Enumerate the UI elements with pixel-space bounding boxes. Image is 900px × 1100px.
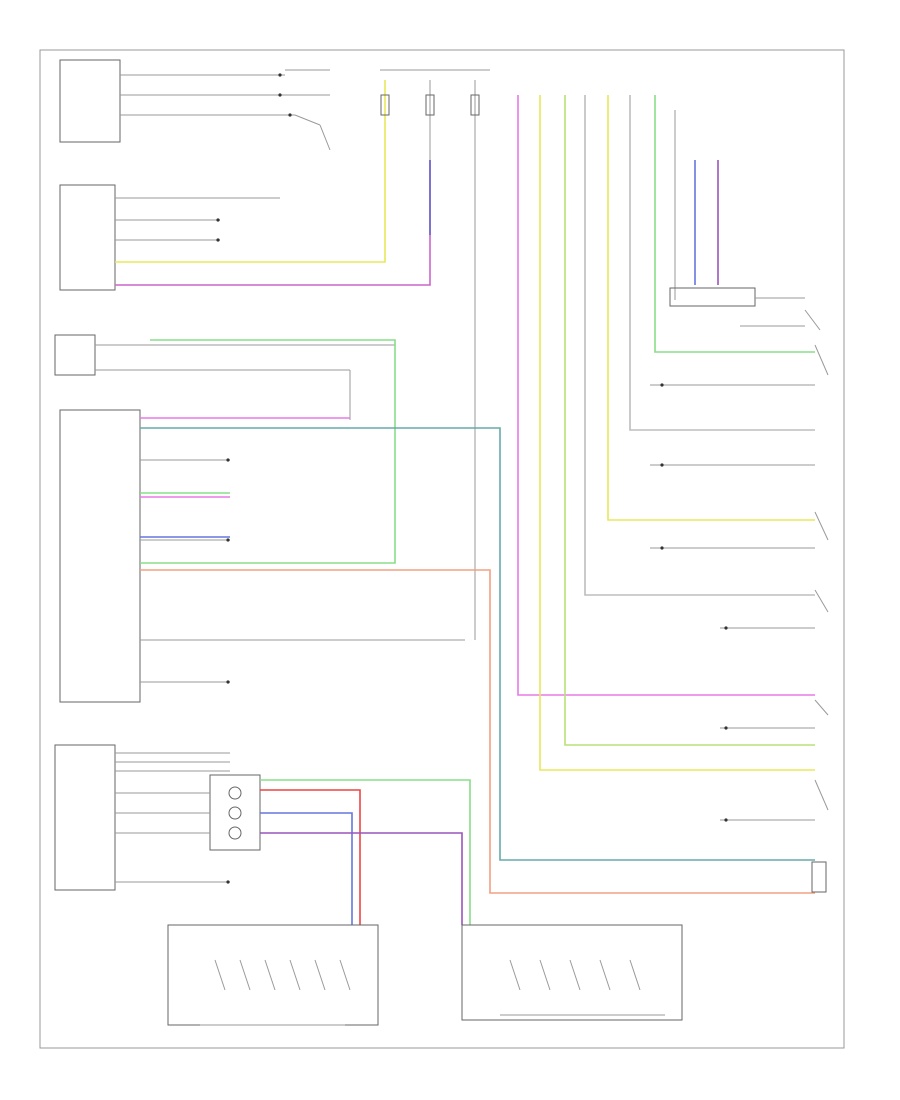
diagram-frame xyxy=(39,49,845,1049)
left-steering-wheel-switch xyxy=(167,924,379,1026)
fuel-sensor-box xyxy=(54,334,395,420)
right-switches xyxy=(804,309,829,893)
right-steering-wheel-switch xyxy=(461,924,683,1021)
fuses xyxy=(380,94,480,116)
instrument-cluster xyxy=(59,409,465,703)
wire-violet-1 xyxy=(115,160,431,286)
clockspring-module xyxy=(54,744,261,891)
top-left-module xyxy=(59,59,331,151)
top-right-module xyxy=(669,287,805,327)
wire-yellow-1 xyxy=(115,80,386,263)
body-control-module xyxy=(59,184,280,291)
